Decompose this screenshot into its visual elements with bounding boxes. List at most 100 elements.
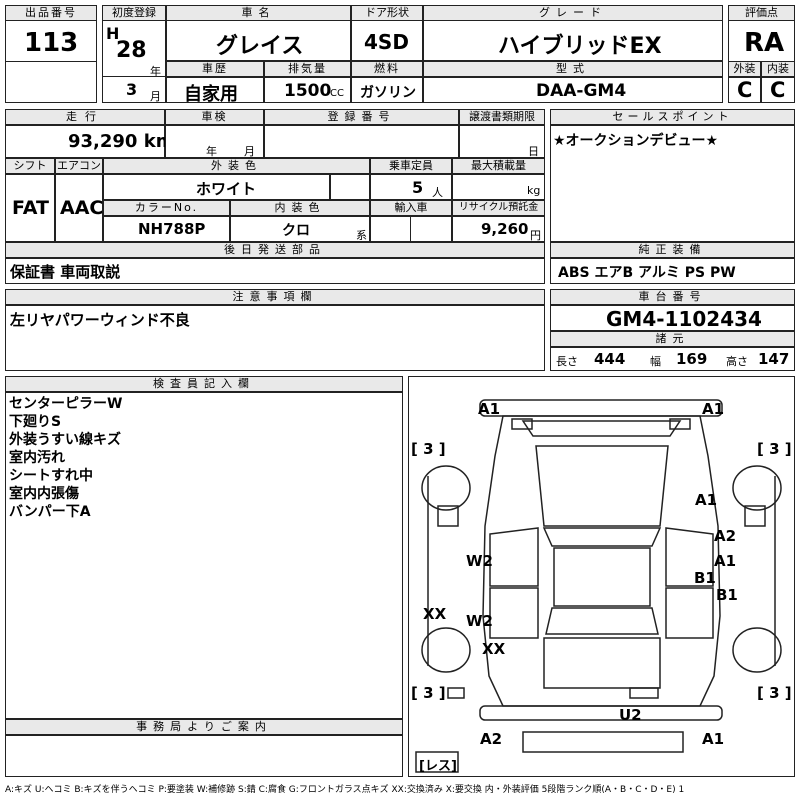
- sales-point-value: ★オークションデビュー★: [553, 133, 719, 149]
- interior-color-label: 内装色: [230, 200, 370, 216]
- model-value: DAA-GM4: [536, 81, 627, 101]
- first-reg-label: 初度登録: [102, 5, 166, 21]
- history-value: 自家用: [184, 84, 238, 105]
- width-value: 169: [676, 350, 708, 368]
- displacement-unit: CC: [330, 88, 344, 99]
- inspection-label: 車検: [165, 109, 264, 125]
- damage-mark: A1: [702, 730, 725, 748]
- spec-label: 諸元: [550, 331, 795, 347]
- inspector-cell: [5, 392, 403, 719]
- sales-point-label: セールスポイント: [550, 109, 795, 125]
- car-name-value: グレイス: [216, 34, 304, 59]
- spare-tire: [レス]: [419, 759, 457, 774]
- month-cell: [102, 76, 166, 103]
- height-label: 高さ: [726, 355, 748, 368]
- color-value: ホワイト: [196, 180, 257, 198]
- length-label: 長さ: [556, 355, 578, 368]
- equipment-value: ABS エアB アルミ PS PW: [558, 265, 736, 281]
- inspector-note-line: 室内汚れ: [9, 450, 65, 466]
- office-cell: [5, 735, 403, 777]
- tire-rating: [ 3 ]: [757, 684, 792, 702]
- recycle-cell: [452, 216, 545, 242]
- model-cell: [423, 77, 723, 103]
- displacement-value: 1500: [284, 81, 332, 101]
- mileage-cell: [5, 125, 165, 158]
- recycle-unit: 円: [530, 229, 541, 242]
- damage-mark: A2: [714, 527, 737, 545]
- lot-value: 113: [24, 28, 79, 58]
- shift-value: FAT: [12, 197, 49, 219]
- shift-label: シフト: [5, 158, 55, 174]
- fuel-label: 燃料: [351, 61, 423, 77]
- era-value: H: [106, 24, 120, 43]
- later-parts-label: 後日発送部品: [5, 242, 545, 258]
- history-label: 車歴: [166, 61, 264, 77]
- damage-mark: W2: [466, 612, 493, 630]
- year-value: 28: [116, 38, 147, 63]
- color-no-cell: [103, 216, 230, 242]
- maxload-unit: kg: [527, 184, 541, 197]
- transfer-day: 日: [528, 145, 539, 158]
- inspector-note-line: バンパー下A: [9, 504, 91, 520]
- damage-mark: A1: [695, 491, 718, 509]
- exterior-label: 外装: [728, 61, 761, 77]
- transfer-label: 譲渡書類期限: [459, 109, 545, 125]
- import-divider: [410, 216, 411, 242]
- damage-mark: A1: [478, 400, 501, 418]
- color-cell: [103, 174, 330, 200]
- tire-rating: [ 3 ]: [411, 684, 446, 702]
- grade-value: ハイブリッドEX: [498, 34, 662, 59]
- door-label: ドア形状: [351, 5, 423, 21]
- inspection-month: 月: [244, 145, 255, 158]
- inspector-note-line: 室内内張傷: [9, 486, 79, 502]
- caution-value: 左リヤパワーウィンド不良: [10, 311, 190, 329]
- damage-mark: B1: [716, 586, 738, 604]
- later-parts-cell: [5, 258, 545, 284]
- damage-mark: XX: [482, 640, 506, 658]
- month-unit: 月: [150, 90, 161, 103]
- sales-point-cell: [550, 125, 795, 242]
- chassis-cell: [550, 305, 795, 331]
- interior-cell: [761, 77, 795, 103]
- inspector-note-line: 下廻りS: [9, 414, 62, 430]
- displacement-cell: [264, 77, 351, 103]
- color-no-value: NH788P: [138, 220, 206, 238]
- mileage-value: 93,290 km: [68, 131, 175, 152]
- inspection-cell: [165, 125, 264, 158]
- grade-label: グレード: [423, 5, 723, 21]
- fuel-value: ガソリン: [360, 85, 416, 101]
- capacity-cell: [370, 174, 452, 200]
- interior-value: C: [770, 78, 786, 102]
- transfer-cell: [459, 125, 545, 158]
- displacement-label: 排気量: [264, 61, 351, 77]
- damage-mark: XX: [423, 605, 447, 623]
- interior-color-value: クロ: [282, 223, 310, 239]
- chassis-label: 車台番号: [550, 289, 795, 305]
- maxload-cell: [452, 174, 545, 200]
- spec-cell: [550, 347, 795, 371]
- equipment-cell: [550, 258, 795, 284]
- car-name-label: 車名: [166, 5, 351, 21]
- fuel-cell: [351, 77, 423, 103]
- caution-label: 注意事項欄: [5, 289, 545, 305]
- shift-cell: [5, 174, 55, 242]
- length-value: 444: [594, 350, 626, 368]
- later-parts-value: 保証書 車両取説: [10, 263, 121, 281]
- lot-divider: [5, 61, 97, 103]
- interior-label: 内装: [761, 61, 795, 77]
- recycle-value: 9,260: [481, 220, 529, 238]
- score-value: RA: [744, 28, 785, 58]
- inspection-year: 年: [206, 145, 217, 158]
- damage-mark: A2: [480, 730, 503, 748]
- exterior-cell: [728, 77, 761, 103]
- door-value: 4SD: [364, 30, 409, 54]
- legend: A:キズ U:ヘコミ B:キズを伴うヘコミ P:要塗装 W:補修跡 S:錆 C:…: [5, 785, 685, 795]
- import-label: 輸入車: [370, 200, 452, 216]
- color-cell-extra: [330, 174, 370, 200]
- chassis-value: GM4-1102434: [606, 307, 762, 331]
- exterior-value: C: [737, 78, 753, 102]
- capacity-label: 乗車定員: [370, 158, 452, 174]
- inspector-label: 検査員記入欄: [5, 376, 403, 392]
- color-no-label: カラーNo.: [103, 200, 230, 216]
